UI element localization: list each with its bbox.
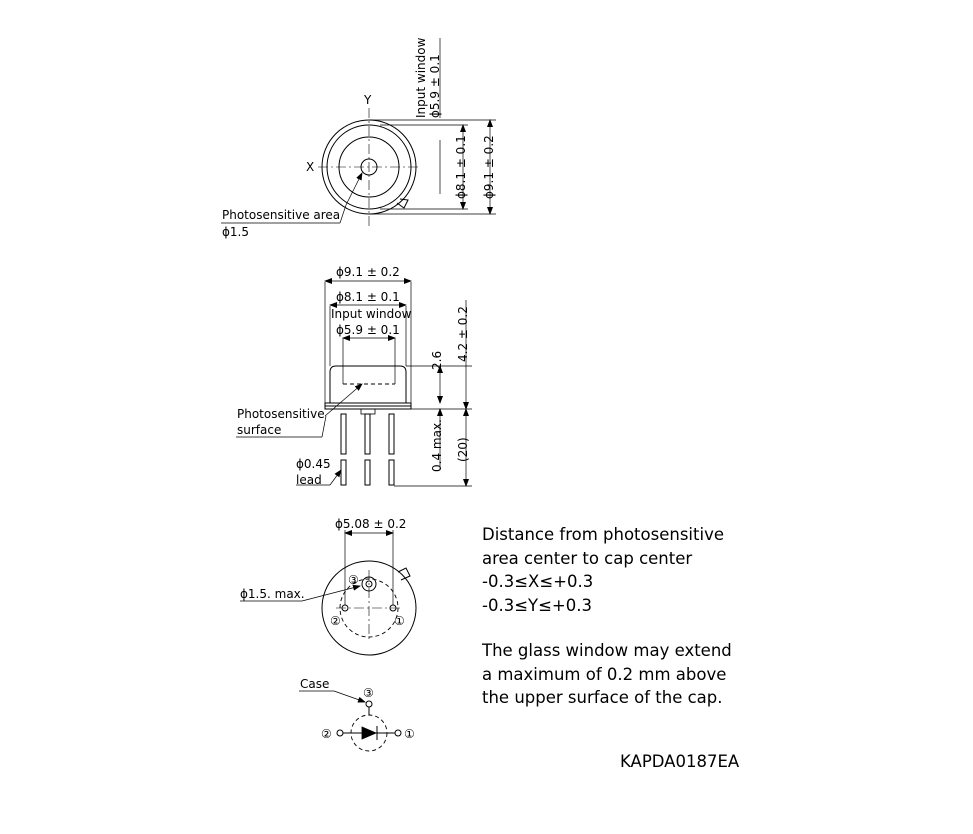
side-view: ϕ9.1 ± 0.2 ϕ8.1 ± 0.1 Input window ϕ5.9 … (236, 265, 472, 487)
lead-label: lead (296, 473, 322, 487)
x-axis-label: X (306, 160, 314, 174)
note-line-3: -0.3≤X≤+0.3 (482, 572, 594, 591)
photosensitive-area-label: Photosensitive area (222, 208, 340, 222)
pitch-dim: ϕ5.08 ± 0.2 (335, 517, 406, 531)
side-inner-dim: ϕ8.1 ± 0.1 (336, 290, 400, 304)
side-input-window-dim: ϕ5.9 ± 0.1 (336, 323, 400, 337)
schematic-pin1-label: ① (404, 727, 415, 741)
note-line-4: -0.3≤Y≤+0.3 (482, 595, 592, 615)
lead-dim: ϕ0.45 (296, 457, 331, 471)
note-line-1: Distance from photosensitive (482, 525, 724, 544)
schematic: Case ③ ② ① (299, 677, 415, 752)
bottom-pin3-label: ③ (348, 573, 359, 587)
surface-label-1: Photosensitive (237, 407, 325, 421)
surface-label-2: surface (237, 423, 281, 437)
lead-length: (20) (456, 437, 470, 462)
bottom-pin2-label: ② (330, 614, 341, 628)
pin-dim: ϕ1.5. max. (240, 587, 305, 601)
schematic-pin2-label: ② (321, 727, 332, 741)
note-line-5: The glass window may extend (482, 641, 732, 660)
case-label: Case (300, 677, 329, 691)
bottom-pin1-label: ① (394, 614, 405, 628)
photosensitive-area-dim: ϕ1.5 (222, 225, 249, 239)
note-line-2: area center to cap center (482, 548, 693, 568)
y-axis-label: Y (363, 93, 372, 107)
note-line-6: a maximum of 0.2 mm above (482, 664, 727, 684)
top-inner-dim: ϕ8.1 ± 0.1 (454, 135, 468, 199)
top-input-window-dim: ϕ5.9 ± 0.1 (428, 54, 442, 118)
drawing-code: KAPDA0187EA (620, 752, 740, 771)
height-total: 4.2 ± 0.2 (456, 306, 470, 362)
bottom-view: ϕ5.08 ± 0.2 ϕ1.5. max. ③ ② ① (240, 517, 417, 656)
flange-dim: 0.4 max. (430, 419, 444, 472)
top-view: Y X Input window ϕ5.9 ± 0.1 ϕ8.1 ± 0.1 ϕ… (221, 37, 496, 239)
schematic-pin3-label: ③ (363, 686, 374, 700)
notes: Distance from photosensitive area center… (482, 523, 782, 710)
top-input-window-label: Input window (414, 37, 428, 118)
side-outer-dim: ϕ9.1 ± 0.2 (336, 265, 400, 279)
top-outer-dim: ϕ9.1 ± 0.2 (482, 135, 496, 199)
side-input-window-label: Input window (331, 307, 412, 321)
height-2-6: 2.6 (430, 351, 444, 370)
note-line-7: the upper surface of the cap. (482, 688, 723, 707)
